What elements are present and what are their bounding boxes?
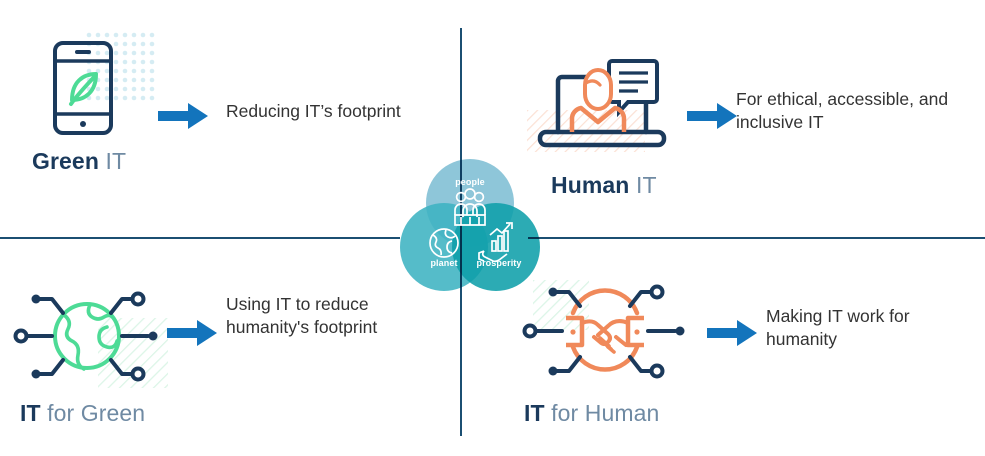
venn-circles [400,159,540,291]
caption-human-it-line1: For ethical, accessible, and [736,89,949,109]
handshake-network-icon [522,284,685,379]
label-human-it: Human IT [551,172,657,199]
caption-it-for-human-line1: Making IT work for [766,306,910,326]
smartphone-leaf-icon [53,41,113,135]
label-it-for-green-light: for Green [47,400,146,426]
three-p-venn-diagram: people planet prosperity [400,155,540,295]
label-green-it: Green IT [32,148,126,175]
caption-human-it-line2: inclusive IT [736,112,824,132]
caption-it-for-green: Using IT to reduce humanity's footprint [226,293,446,339]
label-it-for-human-strong: IT [524,400,545,426]
caption-human-it: For ethical, accessible, and inclusive I… [736,88,972,134]
arrow-right-icon-it-for-human [707,320,757,346]
people-group-icon [454,188,486,226]
arrow-right-icon-it-for-green [167,320,217,346]
caption-green-it: Reducing IT’s footprint [226,101,401,121]
divider-horizontal-left [0,237,400,239]
globe-icon [429,228,459,258]
arrow-right-icon-human-it [687,103,737,129]
laptop-person-chat-icon [537,59,667,148]
caption-it-for-green-line1: Using IT to reduce [226,294,369,314]
label-human-it-strong: Human [551,172,630,198]
label-it-for-green: IT for Green [20,400,145,427]
label-green-it-strong: Green [32,148,99,174]
label-it-for-human-light: for Human [551,400,660,426]
label-human-it-light: IT [635,172,657,198]
label-it-for-green-strong: IT [20,400,41,426]
arrow-right-icon-green-it [158,103,208,129]
globe-network-icon [13,291,158,382]
label-it-for-human: IT for Human [524,400,659,427]
divider-horizontal-right [528,237,985,239]
label-green-it-light: IT [105,148,127,174]
growth-chart-hand-icon [478,222,513,263]
caption-it-for-human: Making IT work for humanity [766,305,985,351]
caption-it-for-human-line2: humanity [766,329,838,349]
caption-it-for-green-line2: humanity's footprint [226,317,378,337]
